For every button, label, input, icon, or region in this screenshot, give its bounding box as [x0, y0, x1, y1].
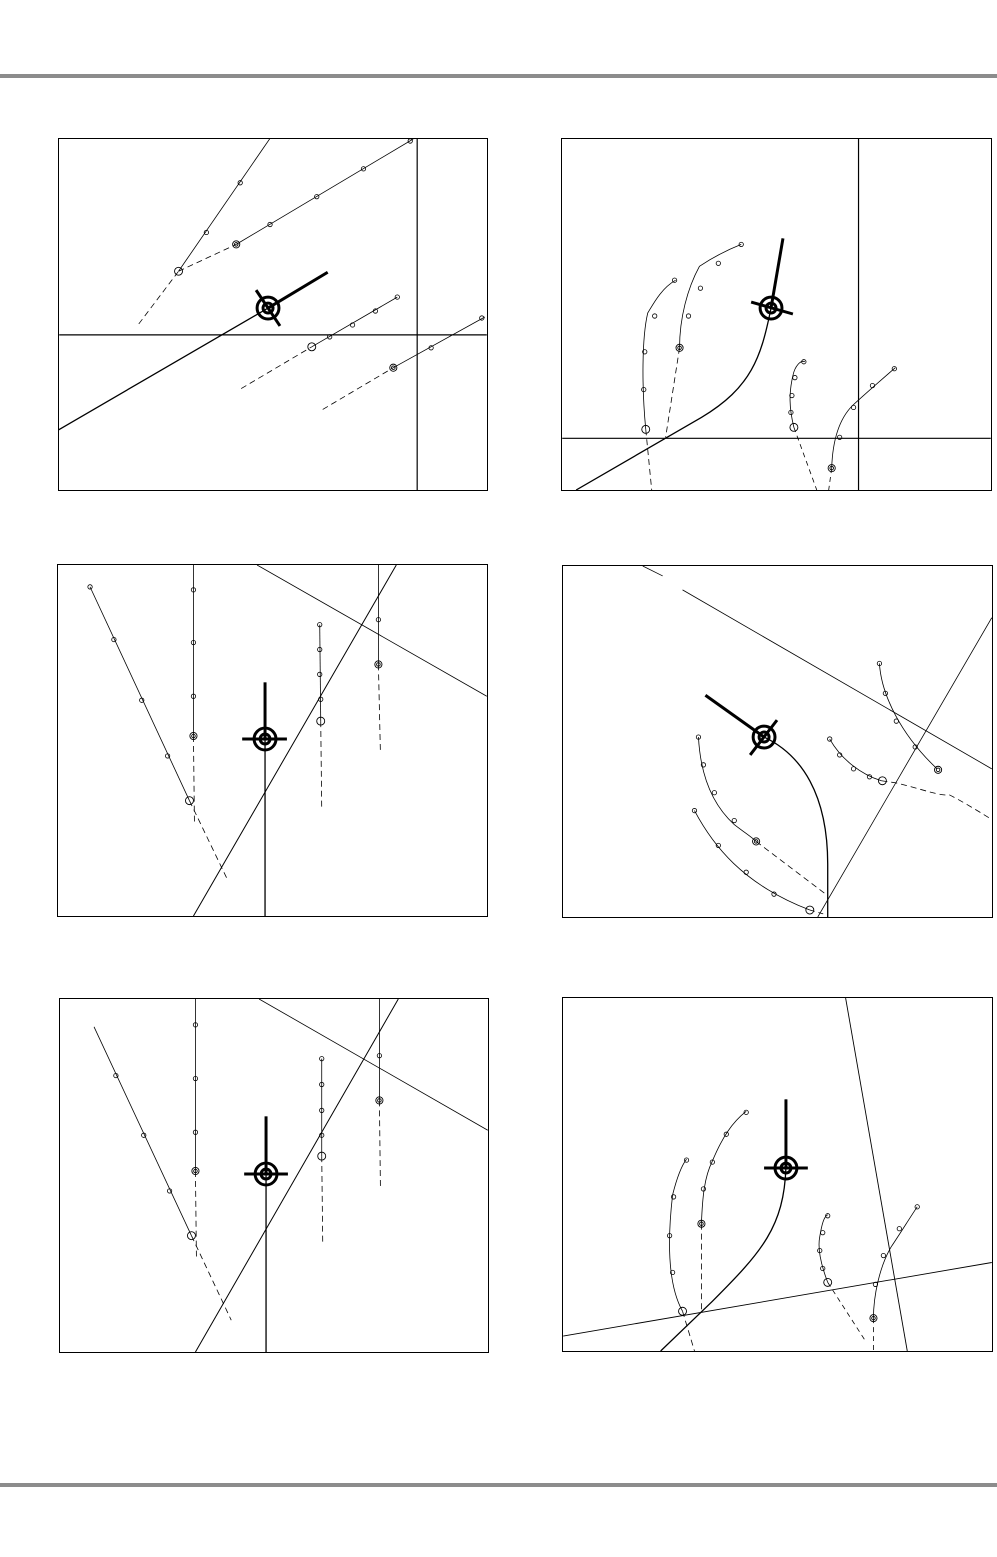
track-d [873, 1207, 917, 1318]
track-c-dashed [794, 427, 817, 490]
crosshair-target-icon [242, 682, 287, 750]
diagram-panel-4 [562, 565, 993, 918]
track-b [236, 139, 413, 244]
reference-line-steep [818, 618, 992, 917]
reference-line-diagonal-stub [643, 566, 663, 576]
reference-line-diagonal [257, 565, 487, 696]
diagram-panel-2 [561, 138, 992, 491]
large-circle-marker-icon [187, 1152, 325, 1240]
track-d [393, 317, 484, 368]
track-c-dashed [321, 721, 322, 809]
track-c-dashed [241, 347, 312, 389]
reference-line-shallow [563, 1263, 992, 1337]
track-a-dashed [191, 1236, 231, 1321]
track-c [320, 625, 321, 721]
diagram-panel-5 [59, 998, 489, 1353]
diagram-panel-3 [57, 564, 488, 917]
reference-line-steep [846, 998, 908, 1351]
diagram-panel-6 [562, 997, 993, 1352]
double-ring-marker-icon [676, 344, 835, 471]
large-circle-marker-icon [185, 717, 324, 805]
panel-4-drawing [563, 566, 992, 917]
track-d [879, 663, 937, 768]
panel-2-drawing [562, 139, 991, 490]
track-b-dashed [193, 736, 194, 824]
track-d-dashed [378, 664, 380, 752]
track-d-dashed [379, 1100, 380, 1186]
track-b [694, 811, 809, 910]
track-link-dashed [179, 244, 237, 271]
approach-path [59, 308, 268, 432]
large-circle-marker-icon [642, 423, 798, 433]
track-b-dashed [666, 348, 680, 437]
small-circle-marker-icon [114, 1023, 382, 1193]
track-d [832, 368, 896, 468]
track-d-dashed [323, 368, 394, 410]
large-circle-marker-icon [175, 267, 316, 351]
track-a-dashed [189, 801, 227, 880]
small-circle-marker-icon [667, 1110, 919, 1286]
double-ring-marker-icon [753, 766, 942, 845]
crosshair-target-icon [244, 1116, 288, 1185]
track-a-dashed [756, 841, 826, 894]
panel-5-drawing [60, 999, 488, 1352]
track-a [94, 1027, 191, 1236]
approach-path [576, 308, 771, 490]
panel-1-drawing [59, 139, 487, 490]
track-b [680, 244, 742, 347]
panel-3-drawing [58, 565, 487, 916]
track-b [701, 1111, 746, 1223]
crosshair-target-icon [256, 272, 328, 326]
approach-path [764, 737, 828, 917]
track-c [790, 361, 805, 427]
bottom-rule [0, 1483, 997, 1487]
track-b-dashed [195, 1171, 196, 1259]
double-ring-marker-icon [698, 1220, 877, 1322]
crosshair-target-icon [751, 238, 793, 319]
track-a [179, 139, 273, 271]
track-c-dashed [828, 1282, 866, 1341]
track-a [698, 737, 756, 841]
track-c-dashed [881, 781, 991, 820]
track-a-dashed [683, 1311, 695, 1351]
reference-line-diagonal [259, 999, 488, 1130]
reference-line-steep [193, 565, 396, 916]
top-rule [0, 74, 997, 78]
small-circle-marker-icon [204, 139, 484, 350]
double-ring-marker-icon [190, 661, 382, 740]
reference-line-diagonal [683, 590, 992, 769]
track-c-dashed [322, 1156, 323, 1243]
crosshair-target-icon [764, 1099, 808, 1179]
track-a-dashed [139, 271, 179, 324]
diagram-panel-1 [58, 138, 488, 491]
track-c [830, 739, 882, 781]
double-ring-marker-icon [192, 1097, 383, 1175]
small-circle-marker-icon [692, 661, 917, 896]
track-c [312, 297, 398, 347]
panel-6-drawing [563, 998, 992, 1351]
crosshair-target-icon [705, 695, 777, 755]
track-a [90, 587, 189, 801]
reference-line-steep [195, 999, 398, 1352]
